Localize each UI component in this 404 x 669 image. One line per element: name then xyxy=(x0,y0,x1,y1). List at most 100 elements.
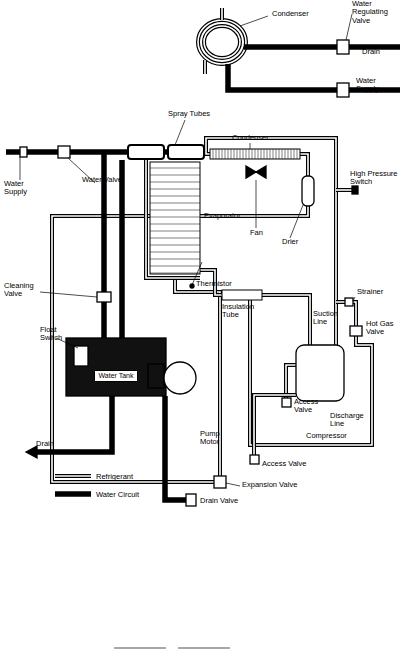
condenser-fin xyxy=(270,149,271,159)
refrigerant-line xyxy=(220,8,224,20)
thermistor xyxy=(190,284,194,288)
leader-line xyxy=(256,180,257,228)
condenser-coil xyxy=(204,26,240,58)
condenser-fin xyxy=(234,149,235,159)
evaporator-fin xyxy=(150,245,200,246)
evaporator-fin xyxy=(150,224,200,225)
condenser-fin xyxy=(255,149,256,159)
condenser-coil xyxy=(198,20,246,64)
refrigerant-line xyxy=(204,60,206,74)
part-label: Compressor xyxy=(306,432,347,440)
condenser-fin xyxy=(240,149,241,159)
insulation-tube xyxy=(222,290,262,300)
legend-line xyxy=(55,474,91,478)
pump-motor xyxy=(164,362,196,394)
condenser-fin xyxy=(291,149,292,159)
evaporator-fin xyxy=(150,273,200,274)
condenser-fin xyxy=(252,149,253,159)
supply-valve xyxy=(337,83,349,97)
condenser-fin xyxy=(273,149,274,159)
part-label: Condenser xyxy=(272,10,309,18)
condenser-fin xyxy=(237,149,238,159)
part-label: Drain Valve xyxy=(200,497,238,505)
evaporator-fin xyxy=(150,259,200,260)
leader-line xyxy=(346,14,352,40)
evaporator-fin xyxy=(150,238,200,239)
leader-line xyxy=(240,16,268,26)
part-label: Pump Motor xyxy=(200,430,236,447)
part-label: Drier xyxy=(282,238,298,246)
cleaning-valve xyxy=(97,292,111,302)
evaporator-fin xyxy=(150,266,200,267)
blank-line xyxy=(178,648,230,649)
condenser-fin xyxy=(267,149,268,159)
access-valve xyxy=(250,455,259,464)
spray-tube xyxy=(128,145,164,159)
condenser-fin xyxy=(288,149,289,159)
spray-tube xyxy=(168,145,204,159)
condenser-fin xyxy=(213,149,214,159)
legend-line xyxy=(55,491,91,497)
pressure-switch xyxy=(352,186,358,194)
part-label: Drain xyxy=(362,48,380,56)
condenser-fin xyxy=(285,149,286,159)
condenser-fin xyxy=(216,149,217,159)
legend-text: Water Circuit xyxy=(96,490,139,499)
part-label: Fan xyxy=(250,229,263,237)
strainer xyxy=(345,298,353,306)
refrigerant-line xyxy=(336,188,352,192)
drain-line xyxy=(36,396,112,452)
part-label: Strainer xyxy=(357,288,383,296)
leader-line xyxy=(226,483,240,486)
condenser-fin xyxy=(243,149,244,159)
part-label: Water Supply xyxy=(4,180,40,197)
fan-blade xyxy=(256,166,266,178)
part-label: Spray Tubes xyxy=(168,110,210,118)
legend-item: Refrigerant xyxy=(55,471,133,481)
legend-line xyxy=(55,475,91,477)
condenser-fin xyxy=(249,149,250,159)
float-switch xyxy=(74,346,88,366)
condenser-fin xyxy=(258,149,259,159)
part-label: High Pressure Switch xyxy=(350,170,400,187)
part-label: Float Switch xyxy=(40,326,76,343)
condenser-fin xyxy=(246,149,247,159)
hot-gas-line xyxy=(250,300,372,445)
expansion-valve xyxy=(214,476,226,488)
supply-fitting xyxy=(20,147,27,157)
legend-item: Water Circuit xyxy=(55,489,139,499)
condenser-fin xyxy=(264,149,265,159)
water-tank xyxy=(66,338,166,396)
fan-blade xyxy=(246,166,256,178)
evaporator-fin xyxy=(150,196,200,197)
part-label: Expansion Valve xyxy=(242,481,297,489)
hot-gas-valve xyxy=(350,326,362,336)
leader-line xyxy=(40,292,97,297)
evaporator-fin xyxy=(150,189,200,190)
refrigerant-line xyxy=(254,395,296,455)
drain-valve xyxy=(186,494,196,506)
condenser-fin xyxy=(225,149,226,159)
part-label: Access Valve xyxy=(262,460,306,468)
evaporator-coil xyxy=(146,160,200,278)
evaporator-fin xyxy=(150,168,200,169)
refrigerant-line xyxy=(336,189,352,191)
pump xyxy=(148,364,164,388)
part-label: Suction Line xyxy=(313,310,347,327)
condenser-fin xyxy=(228,149,229,159)
leader-line xyxy=(290,205,303,238)
part-label: Water Regulating Valve xyxy=(352,0,402,25)
evaporator-fin xyxy=(150,210,200,211)
condenser-fin xyxy=(261,149,262,159)
part-label: Water Supply xyxy=(356,77,396,94)
evaporator-coil xyxy=(146,160,200,278)
drain-line xyxy=(165,396,188,500)
evaporator-fin xyxy=(150,252,200,253)
condenser-coil xyxy=(198,20,246,64)
part-label: Insulation Tube xyxy=(222,303,272,320)
refrigerant-line xyxy=(254,395,296,455)
condenser-fin xyxy=(297,149,298,159)
regulating-valve xyxy=(337,40,349,54)
blank-line xyxy=(114,648,166,649)
condenser xyxy=(210,149,300,159)
